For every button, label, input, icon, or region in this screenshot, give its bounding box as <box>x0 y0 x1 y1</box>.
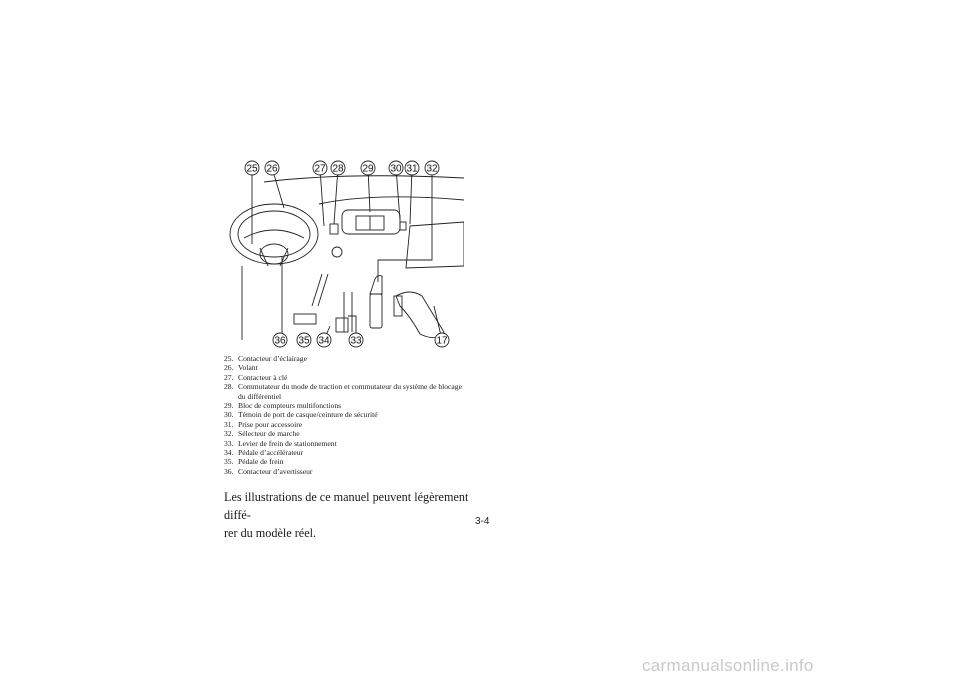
legend-item: 27.Contacteur à clé <box>224 372 288 382</box>
callout-17: 17 <box>436 336 448 347</box>
legend-item: 25.Contacteur d’éclairage <box>224 354 307 363</box>
legend-item: 26.Volant <box>224 363 258 373</box>
note-line-1: Les illustrations de ce manuel peuvent l… <box>224 490 469 522</box>
callout-26: 26 <box>266 164 278 175</box>
legend-item: du différentiel <box>238 391 282 401</box>
callout-34: 34 <box>318 336 330 347</box>
callout-35: 35 <box>298 336 310 347</box>
callout-36: 36 <box>274 336 286 347</box>
note-line-2: rer du modèle réel. <box>224 526 317 540</box>
callout-33: 33 <box>350 336 362 347</box>
legend-item: 31.Prise pour accessoire <box>224 419 303 429</box>
callout-32: 32 <box>426 164 438 175</box>
legend-item: 34.Pédale d’accélérateur <box>224 448 304 458</box>
legend-item: 35.Pédale de frein <box>224 457 284 467</box>
legend-item: 28.Commutateur du mode de traction et co… <box>224 382 462 392</box>
callout-31: 31 <box>406 164 418 175</box>
callout-28: 28 <box>332 164 344 175</box>
callout-30: 30 <box>390 164 402 175</box>
legend-item: 32.Sélecteur de marche <box>224 429 300 439</box>
callout-25: 25 <box>246 164 258 175</box>
dashboard-illustration: 25 26 27 28 29 30 31 32 36 35 34 33 17 <box>229 160 464 348</box>
legend-item: 30.Témoin de port de casque/ceinture de … <box>224 410 378 420</box>
illustration-note: Les illustrations de ce manuel peuvent l… <box>224 488 494 542</box>
page-number: 3-4 <box>475 516 490 527</box>
legend-item: 36.Contacteur d’avertisseur <box>224 466 313 476</box>
callout-29: 29 <box>362 164 374 175</box>
parts-legend: 25.Contacteur d’éclairage 26.Volant 27.C… <box>224 354 484 476</box>
watermark: carmanualsonline.info <box>642 656 814 675</box>
legend-item: 29.Bloc de compteurs multifonctions <box>224 401 342 411</box>
callout-27: 27 <box>314 164 326 175</box>
legend-item: 33.Levier de frein de stationnement <box>224 438 337 448</box>
